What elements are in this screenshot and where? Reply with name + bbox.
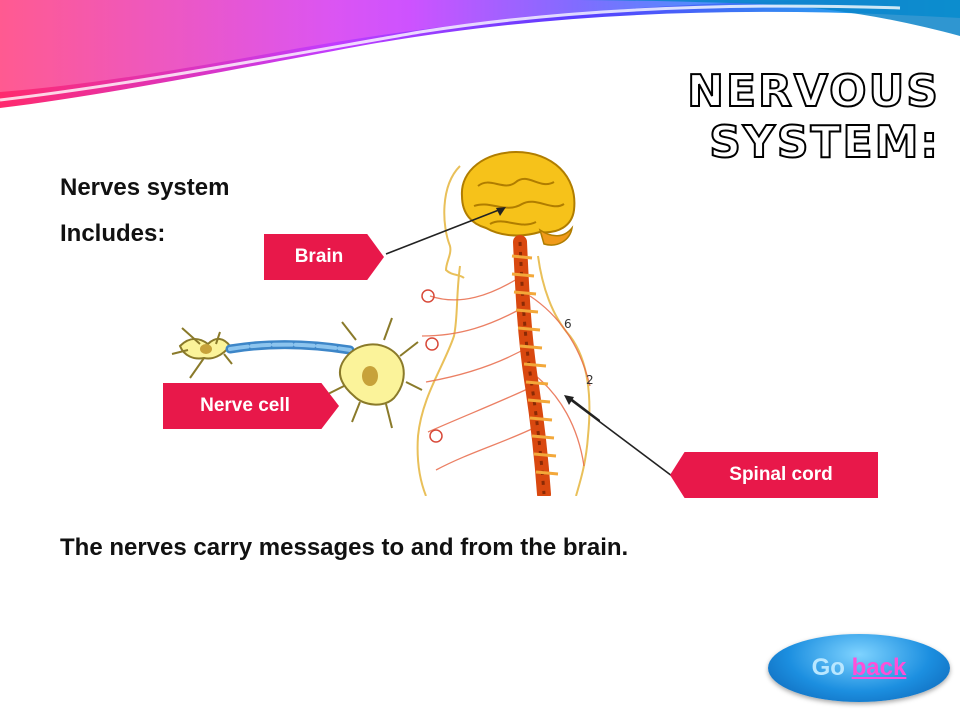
go-back-label: Go bbox=[811, 654, 852, 681]
body-line-includes: Includes: bbox=[60, 220, 166, 247]
callout-nerve-cell: Nerve cell bbox=[163, 383, 339, 429]
go-back-button[interactable]: Go back bbox=[768, 634, 950, 702]
callout-brain: Brain bbox=[264, 234, 384, 280]
header-swoosh bbox=[0, 0, 960, 108]
back-link[interactable]: back bbox=[851, 654, 907, 681]
slide-title: Nervous System: bbox=[686, 65, 940, 169]
callout-spinal-cord: Spinal cord bbox=[670, 452, 878, 498]
peripheral-nerves bbox=[421, 275, 591, 471]
brain-icon bbox=[460, 150, 576, 246]
nervous-system-illustration: 6 2 bbox=[171, 150, 600, 496]
body-line-nerves-system: Nerves system bbox=[60, 174, 230, 201]
body-line-summary: The nerves carry messages to and from th… bbox=[60, 534, 629, 561]
svg-text:2: 2 bbox=[586, 373, 594, 387]
svg-text:6: 6 bbox=[564, 317, 572, 331]
spinal-cord-icon bbox=[511, 235, 559, 496]
neuron-icon bbox=[171, 317, 423, 429]
